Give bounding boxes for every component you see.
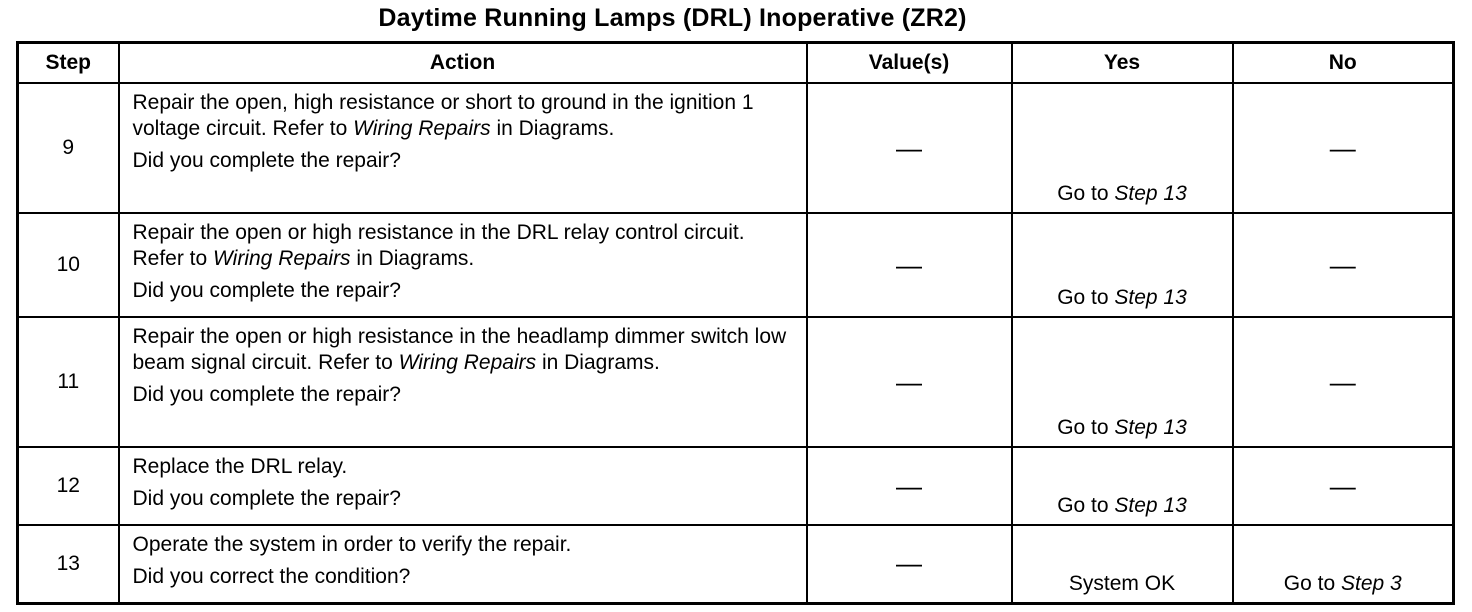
no-cell: — [1231, 446, 1455, 526]
action-cell: Operate the system in order to verify th… [117, 524, 808, 604]
no-text: Go to [1283, 571, 1341, 595]
table-row: 11 Repair the open or high resistance in… [16, 316, 1455, 448]
step-number: 11 [16, 316, 120, 448]
no-text: — [1329, 249, 1356, 280]
action-text: Repair the open, high resistance or shor… [132, 91, 754, 140]
action-text: Replace the DRL relay. [132, 455, 348, 478]
no-text: — [1329, 132, 1356, 163]
yes-text: Go to [1057, 494, 1115, 517]
yes-text: Go to [1057, 416, 1115, 439]
column-header-step: Step [16, 41, 120, 84]
no-text: — [1329, 366, 1356, 397]
yes-cell: Go to Step 13 [1010, 82, 1234, 214]
action-text-suffix: in Diagrams. [536, 351, 660, 374]
yes-text: Go to [1057, 286, 1115, 309]
page-title: Daytime Running Lamps (DRL) Inoperative … [378, 4, 967, 32]
yes-step-reference: Step 13 [1114, 286, 1187, 309]
table-row: 10 Repair the open or high resistance in… [16, 212, 1455, 318]
yes-text: System OK [1068, 571, 1176, 595]
yes-step-reference: Step 13 [1114, 182, 1187, 205]
yes-text: Go to [1057, 182, 1115, 205]
action-text: Repair the open or high resistance in th… [132, 221, 745, 270]
value-cell: — [805, 82, 1013, 214]
column-header-action: Action [117, 41, 808, 84]
action-question: Did you complete the repair? [132, 487, 401, 510]
no-step-reference: Step 3 [1340, 571, 1402, 595]
action-question: Did you complete the repair? [132, 149, 401, 172]
value-cell: — [805, 446, 1013, 526]
table-header-row: Step Action Value(s) Yes No [16, 41, 1455, 84]
step-number: 10 [16, 212, 120, 318]
column-header-values: Value(s) [805, 41, 1013, 84]
no-cell: Go to Step 3 [1231, 524, 1455, 604]
action-cell: Repair the open or high resistance in th… [117, 316, 808, 448]
no-text: — [1329, 470, 1356, 501]
action-text-suffix: in Diagrams. [490, 117, 615, 140]
action-text: Operate the system in order to verify th… [132, 533, 572, 556]
table-row: 9 Repair the open, high resistance or sh… [16, 82, 1455, 214]
value-cell: — [805, 316, 1013, 448]
column-header-yes: Yes [1010, 41, 1234, 84]
table-row: 13 Operate the system in order to verify… [16, 524, 1455, 604]
action-cell: Repair the open, high resistance or shor… [117, 82, 808, 214]
action-cell: Repair the open or high resistance in th… [117, 212, 808, 318]
action-text-suffix: in Diagrams. [350, 247, 475, 270]
diagnostic-table: Step Action Value(s) Yes No 9 Repair the… [16, 41, 1455, 605]
step-number: 12 [16, 446, 120, 526]
table-row: 12 Replace the DRL relay. Did you complet… [16, 446, 1455, 526]
yes-cell: Go to Step 13 [1010, 446, 1234, 526]
value-cell: — [805, 212, 1013, 318]
step-number: 9 [16, 82, 120, 214]
action-question: Did you correct the condition? [132, 565, 411, 588]
yes-cell: System OK [1010, 524, 1234, 604]
no-cell: — [1231, 212, 1455, 318]
yes-step-reference: Step 13 [1114, 494, 1187, 517]
no-cell: — [1231, 82, 1455, 214]
action-text: Repair the open or high resistance in th… [132, 325, 787, 374]
action-reference: Wiring Repairs [398, 351, 537, 374]
step-number: 13 [16, 524, 120, 604]
action-question: Did you complete the repair? [132, 383, 401, 406]
yes-step-reference: Step 13 [1114, 416, 1187, 439]
value-cell: — [805, 524, 1013, 604]
action-reference: Wiring Repairs [353, 117, 491, 140]
yes-cell: Go to Step 13 [1010, 316, 1234, 448]
column-header-no: No [1231, 41, 1455, 84]
action-reference: Wiring Repairs [213, 247, 351, 270]
no-cell: — [1231, 316, 1455, 448]
yes-cell: Go to Step 13 [1010, 212, 1234, 318]
action-question: Did you complete the repair? [132, 279, 401, 302]
action-cell: Replace the DRL relay. Did you complete t… [117, 446, 808, 526]
